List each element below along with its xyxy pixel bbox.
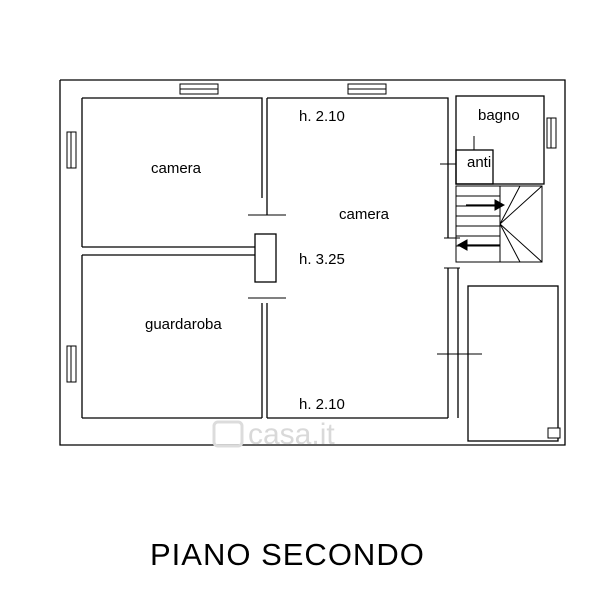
height-label-middle: h. 3.25 xyxy=(299,251,345,268)
door-markers xyxy=(248,136,482,355)
watermark-text: casa.it xyxy=(248,418,335,451)
floor-title: PIANO SECONDO xyxy=(150,537,425,572)
watermark-logo-icon xyxy=(212,420,244,448)
height-label-bottom: h. 2.10 xyxy=(299,396,345,413)
staircase xyxy=(455,185,543,263)
window-bottom-right xyxy=(547,427,561,439)
bagno-outline xyxy=(455,95,545,185)
room-label-camera-center: camera xyxy=(339,206,390,223)
camera-left-outline xyxy=(82,97,263,198)
room-label-anti: anti xyxy=(467,154,491,171)
outer-wall xyxy=(59,79,566,446)
camera-center-outline xyxy=(267,97,449,238)
watermark: casa.it xyxy=(212,418,335,451)
height-label-top: h. 2.10 xyxy=(299,108,345,125)
terrace-outline xyxy=(467,285,559,442)
room-label-bagno: bagno xyxy=(478,107,520,124)
chimney-block xyxy=(254,233,277,283)
windows xyxy=(66,83,561,439)
room-label-guardaroba: guardaroba xyxy=(145,316,222,333)
room-label-camera-left: camera xyxy=(151,160,202,177)
room-outlines xyxy=(81,95,559,442)
